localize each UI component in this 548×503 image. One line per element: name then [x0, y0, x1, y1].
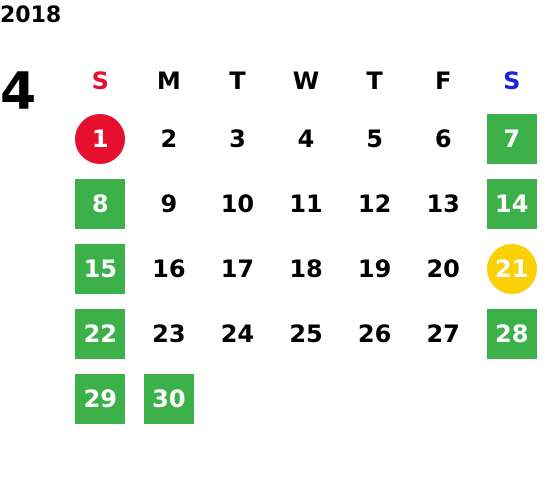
week-row: 15 16 17 18 19 20 21 — [66, 236, 546, 301]
day-number: 7 — [486, 113, 537, 164]
day-cell — [477, 366, 546, 431]
day-number: 6 — [434, 124, 452, 153]
week-row: 22 23 24 25 26 27 28 — [66, 301, 546, 366]
day-number: 30 — [143, 373, 194, 424]
day-cell[interactable]: 27 — [409, 301, 478, 366]
day-number: 14 — [486, 178, 537, 229]
day-number: 5 — [366, 124, 383, 153]
day-number: 19 — [357, 254, 392, 283]
day-number: 13 — [426, 189, 460, 218]
day-cell[interactable]: 25 — [272, 301, 341, 366]
day-number: 10 — [220, 189, 255, 218]
empty-day — [418, 374, 468, 424]
week-row: 29 30 — [66, 366, 546, 431]
day-cell[interactable]: 3 — [203, 106, 272, 171]
week-row: 1 2 3 4 5 6 7 — [66, 106, 546, 171]
day-number: 15 — [75, 243, 126, 294]
day-cell — [340, 366, 409, 431]
day-number: 29 — [75, 373, 126, 424]
day-cell[interactable]: 14 — [477, 171, 546, 236]
day-number: 16 — [152, 254, 186, 283]
weekday-saturday: S — [503, 67, 521, 95]
day-cell[interactable]: 7 — [477, 106, 546, 171]
day-number: 11 — [289, 189, 323, 218]
day-cell[interactable]: 5 — [340, 106, 409, 171]
day-number: 22 — [75, 308, 126, 359]
day-cell[interactable]: 10 — [203, 171, 272, 236]
day-cell[interactable]: 6 — [409, 106, 478, 171]
weekday-friday: F — [434, 67, 452, 95]
day-number: 9 — [160, 189, 178, 218]
day-number: 25 — [289, 319, 323, 348]
weekday-monday: M — [156, 67, 181, 95]
day-number: 26 — [357, 319, 392, 348]
empty-day — [487, 374, 537, 424]
day-cell[interactable]: 13 — [409, 171, 478, 236]
weekday-header-row: S M T W T F S — [66, 56, 546, 106]
day-cell[interactable]: 12 — [340, 171, 409, 236]
day-cell[interactable]: 18 — [272, 236, 341, 301]
day-cell[interactable]: 2 — [135, 106, 204, 171]
day-cell[interactable]: 29 — [66, 366, 135, 431]
weekday-tuesday: T — [229, 67, 246, 95]
day-cell — [272, 366, 341, 431]
day-cell[interactable]: 4 — [272, 106, 341, 171]
day-number: 20 — [426, 254, 460, 283]
day-number: 18 — [289, 254, 323, 283]
day-cell[interactable]: 19 — [340, 236, 409, 301]
day-cell[interactable]: 28 — [477, 301, 546, 366]
day-number: 3 — [229, 124, 246, 153]
day-number: 8 — [75, 178, 126, 229]
day-cell[interactable]: 22 — [66, 301, 135, 366]
day-cell[interactable]: 15 — [66, 236, 135, 301]
empty-day — [281, 374, 331, 424]
day-cell[interactable]: 17 — [203, 236, 272, 301]
day-cell[interactable]: 26 — [340, 301, 409, 366]
day-number: 27 — [426, 319, 460, 348]
day-cell — [409, 366, 478, 431]
day-cell[interactable]: 1 — [66, 106, 135, 171]
day-number: 1 — [75, 113, 126, 164]
day-cell[interactable]: 9 — [135, 171, 204, 236]
day-cell[interactable]: 21 — [477, 236, 546, 301]
day-cell[interactable]: 20 — [409, 236, 478, 301]
day-cell[interactable]: 24 — [203, 301, 272, 366]
day-number: 23 — [152, 319, 186, 348]
day-cell[interactable]: 16 — [135, 236, 204, 301]
day-cell[interactable]: 11 — [272, 171, 341, 236]
weekday-thursday: T — [366, 67, 383, 95]
calendar-year: 2018 — [0, 3, 62, 28]
day-cell — [203, 366, 272, 431]
day-number: 28 — [486, 308, 537, 359]
day-number: 12 — [357, 189, 392, 218]
day-number: 21 — [486, 243, 537, 294]
day-cell[interactable]: 8 — [66, 171, 135, 236]
empty-day — [212, 374, 262, 424]
empty-day — [350, 374, 400, 424]
day-cell[interactable]: 30 — [135, 366, 204, 431]
weekday-sunday: S — [91, 67, 109, 95]
calendar-month: 4 — [0, 62, 37, 122]
day-number: 17 — [220, 254, 255, 283]
week-row: 8 9 10 11 12 13 14 — [66, 171, 546, 236]
day-cell[interactable]: 23 — [135, 301, 204, 366]
day-number: 4 — [297, 124, 315, 153]
weekday-wednesday: W — [292, 67, 320, 95]
day-number: 24 — [220, 319, 255, 348]
day-number: 2 — [160, 124, 178, 153]
